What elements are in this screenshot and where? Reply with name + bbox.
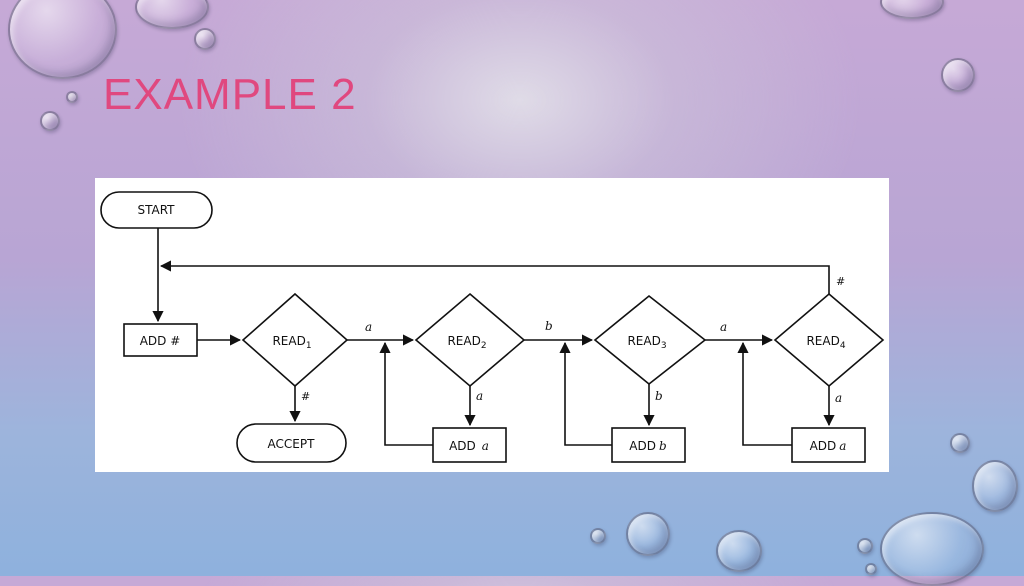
read3-label: READ3 — [627, 334, 666, 351]
read2-label: READ2 — [447, 334, 486, 351]
water-droplet — [865, 563, 877, 575]
water-droplet — [716, 530, 762, 572]
water-droplet — [857, 538, 873, 554]
edge-adda1-loop — [379, 341, 433, 446]
water-droplet — [590, 528, 606, 544]
start-node — [100, 191, 213, 229]
water-droplet — [880, 512, 984, 586]
accept-label: ACCEPT — [268, 437, 316, 451]
water-droplet — [66, 91, 78, 103]
slide-title: EXAMPLE 2 — [103, 70, 357, 119]
water-droplet — [40, 111, 60, 131]
water-droplet — [880, 0, 944, 19]
edge-label-r4-loop: # — [836, 275, 845, 288]
water-droplet — [8, 0, 117, 79]
start-label: START — [137, 203, 175, 217]
water-droplet — [941, 58, 975, 92]
edge-label-r3-add: b — [655, 389, 663, 403]
flowchart-figure: START ADD # READ1 READ2 READ3 READ4 ACCE… — [95, 178, 889, 472]
read1-label: READ1 — [272, 334, 311, 351]
edge-label-r3-r4: a — [720, 320, 727, 334]
flowchart-diagram: START ADD # READ1 READ2 READ3 READ4 ACCE… — [100, 191, 885, 463]
edge-addb-loop — [559, 341, 612, 446]
edge-label-r4-add: a — [835, 391, 842, 405]
water-droplet — [135, 0, 209, 29]
add-hash-label: ADD # — [140, 334, 181, 348]
water-droplet — [950, 433, 970, 453]
edge-read4-top-loop — [159, 260, 830, 294]
water-droplet — [626, 512, 670, 556]
read4-label: READ4 — [806, 334, 845, 351]
edge-label-r2-add: a — [476, 389, 483, 403]
edge-label-r1-accept: # — [301, 390, 310, 403]
accept-node — [236, 423, 347, 463]
edge-label-r1-r2: a — [365, 320, 372, 334]
edge-label-r2-r3: b — [545, 319, 553, 333]
edge-adda2-loop — [737, 341, 792, 446]
water-droplet — [972, 460, 1018, 512]
water-droplet — [194, 28, 216, 50]
